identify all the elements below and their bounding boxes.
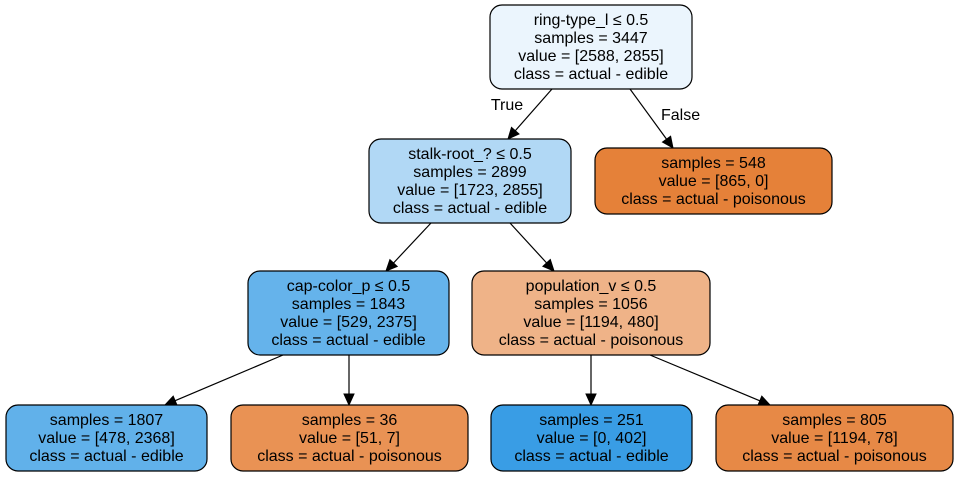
node-line: stalk-root_? ≤ 0.5 — [408, 146, 532, 163]
edge-label-true: True — [491, 97, 523, 114]
node-line: value = [529, 2375] — [280, 314, 417, 331]
node-box — [594, 147, 833, 215]
node-box — [715, 404, 954, 472]
node-box — [368, 138, 572, 224]
node-line: value = [478, 2368] — [38, 430, 175, 447]
node-line: value = [1723, 2855] — [397, 182, 542, 199]
edge-n1-n3 — [385, 222, 432, 272]
node-line: class = actual - poisonous — [621, 191, 806, 208]
edge-n0-n1: True — [491, 88, 553, 140]
arrowhead-icon — [661, 135, 674, 149]
node-line: class = actual - edible — [29, 448, 183, 465]
node-line: value = [2588, 2855] — [518, 48, 663, 65]
edge-line — [629, 88, 668, 140]
node-line: class = actual - edible — [271, 332, 425, 349]
node-line: samples = 1843 — [292, 296, 406, 313]
arrowhead-icon — [343, 393, 355, 407]
node-box — [489, 4, 693, 90]
edge-n4-n7 — [585, 355, 597, 407]
node-line: samples = 1807 — [50, 412, 164, 429]
edge-n4-n8 — [649, 354, 772, 406]
node-line: samples = 2899 — [413, 164, 527, 181]
node-line: samples = 1056 — [534, 296, 648, 313]
node-line: class = actual - poisonous — [257, 448, 442, 465]
edge-line — [649, 354, 761, 402]
edge-line — [509, 222, 548, 264]
node-line: value = [51, 7] — [299, 430, 400, 447]
arrowhead-icon — [507, 126, 520, 140]
node-box — [5, 404, 208, 472]
node-line: samples = 548 — [661, 155, 766, 172]
arrowhead-icon — [385, 258, 399, 272]
edge-line — [514, 88, 553, 132]
edge-n0-n2: False — [629, 88, 700, 149]
arrowhead-icon — [541, 258, 555, 272]
arrowhead-icon — [757, 395, 772, 406]
node-line: ring-type_l ≤ 0.5 — [534, 12, 649, 29]
node-box — [247, 270, 450, 356]
edge-n3-n5 — [163, 354, 284, 406]
edge-n1-n4 — [509, 222, 555, 272]
node-line: samples = 251 — [539, 412, 644, 429]
arrowhead-icon — [163, 395, 178, 406]
node-line: class = actual - poisonous — [742, 448, 927, 465]
edge-label-false: False — [661, 107, 700, 124]
arrowhead-icon — [585, 393, 597, 407]
node-line: class = actual - poisonous — [499, 332, 684, 349]
node-box — [490, 404, 693, 472]
node-line: population_v ≤ 0.5 — [526, 278, 657, 295]
node-line: value = [1194, 78] — [771, 430, 897, 447]
node-line: samples = 3447 — [534, 30, 648, 47]
node-line: class = actual - edible — [393, 200, 547, 217]
node-line: class = actual - edible — [514, 66, 668, 83]
edge-line — [393, 222, 432, 264]
node-line: value = [1194, 480] — [523, 314, 658, 331]
node-line: samples = 36 — [302, 412, 398, 429]
node-line: samples = 805 — [782, 412, 887, 429]
node-line: value = [0, 402] — [537, 430, 647, 447]
node-line: class = actual - edible — [514, 448, 668, 465]
node-box — [471, 270, 711, 356]
node-box — [230, 404, 469, 472]
edge-n3-n6 — [343, 355, 355, 407]
edge-line — [174, 354, 284, 402]
node-line: value = [865, 0] — [659, 173, 769, 190]
node-line: cap-color_p ≤ 0.5 — [287, 278, 411, 295]
